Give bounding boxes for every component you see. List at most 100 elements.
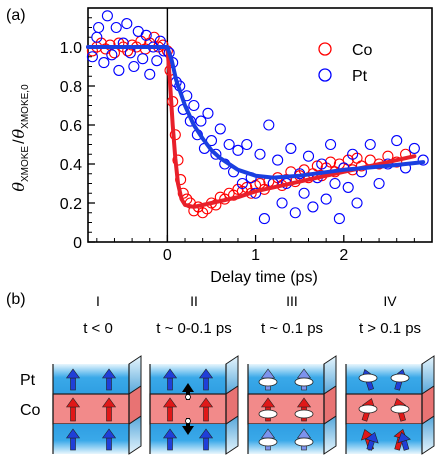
- x-tick-label: 0: [163, 247, 172, 264]
- pt-data-point: [263, 119, 275, 131]
- spin-cone: [258, 437, 278, 447]
- spin-cone: [258, 377, 278, 387]
- pt-spin-arrow: [101, 368, 117, 391]
- stack-stage-2: [149, 355, 239, 455]
- pt-spin-arrow-shaft: [70, 437, 76, 451]
- pt-data-point: [347, 148, 359, 160]
- pt-data-point: [210, 148, 222, 160]
- pt-data-point: [110, 21, 122, 34]
- pt-data-point: [140, 29, 152, 41]
- pt-data-point: [86, 51, 98, 63]
- legend: Co Pt: [318, 42, 373, 85]
- pt-data-point: [128, 60, 140, 73]
- transfer-dot: [185, 394, 191, 400]
- pt-data-point: [391, 135, 403, 147]
- spin-cone: [390, 404, 410, 414]
- co-spin-arrow-head: [296, 397, 312, 408]
- legend-item-pt: Pt: [318, 68, 368, 85]
- transfer-dot: [185, 418, 191, 424]
- pt-data-point: [195, 115, 207, 127]
- y-axis-title: θXMOKE/θXMOKE,0: [9, 84, 31, 192]
- spin-cone: [294, 437, 314, 447]
- pt-spin-arrow: [198, 428, 214, 451]
- co-spin-arrow-head: [162, 397, 178, 408]
- pt-data-point: [214, 123, 226, 135]
- pt-spin-arrow-shaft: [203, 377, 209, 391]
- spin-cone: [294, 377, 314, 387]
- stage-2-numeral: II: [190, 293, 198, 309]
- x-tick-label: 1: [251, 247, 260, 264]
- y-title-theta-num: θ: [9, 182, 28, 192]
- pt-spin-arrow: [162, 428, 178, 451]
- pt-spin-arrow-shaft: [70, 377, 76, 391]
- pt-data-point: [232, 144, 244, 156]
- pt-data-point: [298, 187, 310, 199]
- stack-stage-4: [345, 355, 435, 455]
- stage-2-condition: t ~ 0-0.1 ps: [156, 320, 231, 337]
- co-layer: [345, 393, 423, 425]
- pt-spin-arrow-head: [162, 428, 178, 439]
- pt-data-point: [285, 142, 297, 154]
- pt-layer-bottom: [53, 424, 129, 454]
- pt-data-point: [272, 154, 284, 166]
- co-data-point: [325, 156, 337, 168]
- pt-data-point: [188, 99, 200, 112]
- pt-spin-arrow-head: [101, 428, 117, 439]
- pt-layer-bottom: [346, 424, 422, 454]
- pt-data-point: [373, 177, 385, 190]
- pt-data-point: [241, 138, 253, 151]
- pt-data-point: [258, 213, 270, 225]
- co-layer: [52, 393, 130, 425]
- stage-headers: I t < 0 II t ~ 0-0.1 ps III t ~ 0.1 ps I…: [83, 293, 421, 337]
- transfer-arrow-down: [182, 426, 194, 435]
- stack-stage-1: [52, 355, 142, 455]
- y-tick-label: 0.6: [60, 118, 82, 135]
- pt-data-point: [417, 154, 429, 166]
- svg-text:θXMOKE/θXMOKE,0: θXMOKE/θXMOKE,0: [9, 84, 31, 192]
- pt-data-point: [364, 138, 376, 151]
- co-spin-arrow-shaft: [70, 406, 76, 422]
- co-spin-arrow-shaft: [203, 406, 209, 422]
- pt-spin-arrow-head: [198, 428, 214, 439]
- pt-data-point: [307, 201, 319, 213]
- pt-data-point: [316, 158, 328, 170]
- stage-1-condition: t < 0: [83, 320, 113, 337]
- co-data-point: [351, 152, 363, 164]
- pt-spin-arrow-precessing: [365, 431, 379, 451]
- pt-data-point: [113, 64, 125, 76]
- co-spin-arrow-head: [198, 397, 214, 408]
- legend-label-pt: Pt: [352, 68, 368, 85]
- y-title-slash: /: [11, 139, 28, 144]
- stage-4-condition: t > 0.1 ps: [359, 320, 421, 337]
- co-spin-arrow: [198, 397, 214, 422]
- spin-cone: [390, 373, 410, 383]
- pt-data-point: [144, 68, 156, 80]
- y-title-theta-den: θ: [9, 128, 28, 138]
- x-axis-title: Delay time (ps): [210, 269, 318, 286]
- y-tick-label: 1.0: [60, 40, 82, 57]
- pt-fit-curve: [86, 45, 426, 180]
- co-spin-arrow-head: [260, 397, 276, 408]
- pt-data-point: [101, 10, 113, 22]
- co-spin-arrow: [162, 397, 178, 422]
- pt-layer-top: [53, 364, 129, 394]
- pt-layer-bottom: [248, 424, 324, 454]
- pt-spin-arrow: [198, 368, 214, 391]
- pt-data-point: [276, 197, 288, 209]
- pt-data-point: [202, 107, 214, 119]
- pt-spin-arrow: [65, 368, 81, 391]
- pt-spin-arrow-head: [162, 368, 178, 379]
- legend-marker-pt: [318, 68, 332, 82]
- pt-data-point: [325, 138, 337, 151]
- y-tick-label: 0.8: [60, 79, 82, 96]
- pt-data-point: [289, 207, 301, 219]
- pt-data-point: [137, 53, 149, 65]
- pt-spin-arrow-precessing-head: [365, 431, 379, 444]
- pt-spin-arrow: [101, 428, 117, 451]
- pt-spin-arrow: [65, 428, 81, 451]
- y-tick-label: 0.4: [60, 157, 82, 174]
- y-tick-label: 0.2: [60, 196, 82, 213]
- spin-cone: [294, 409, 314, 419]
- pt-data-point: [320, 193, 332, 205]
